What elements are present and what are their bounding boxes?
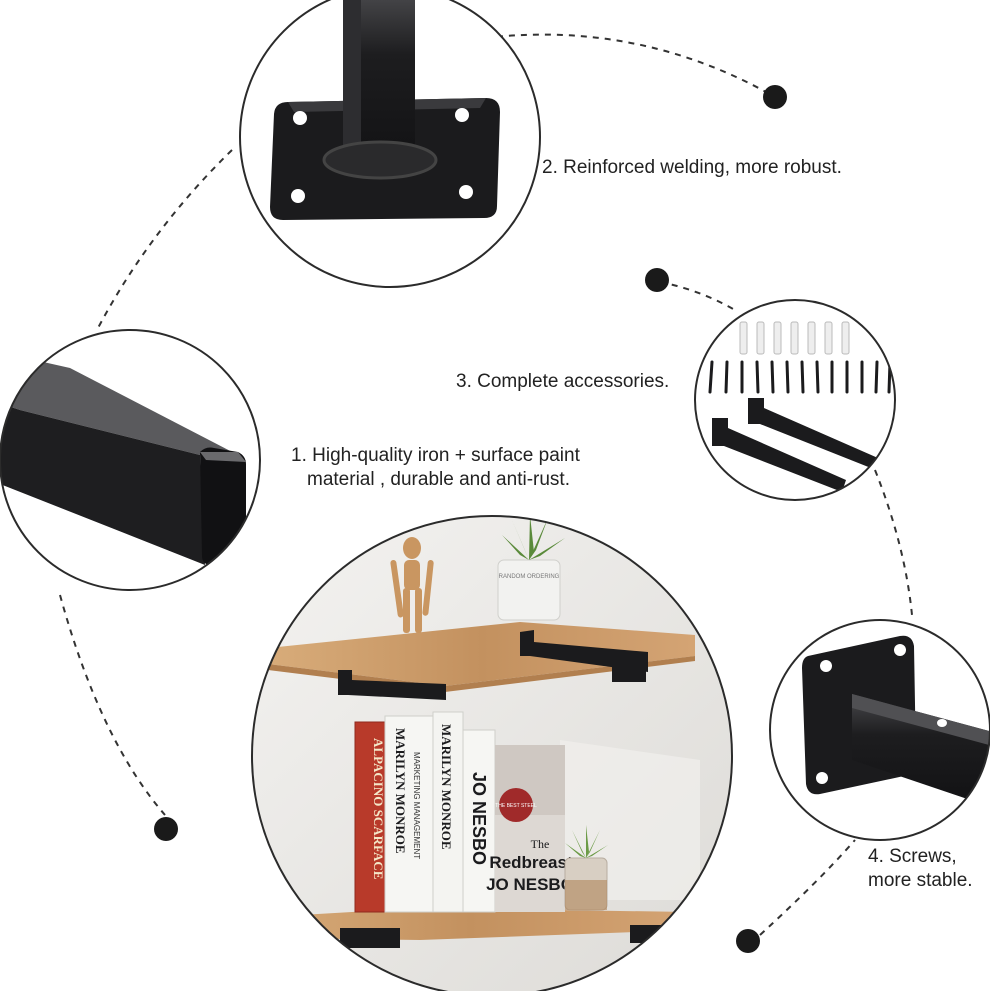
connector-top-right — [484, 33, 776, 98]
feature-2-caption: 2. Reinforced welding, more robust. — [542, 156, 842, 180]
plant-jar-top: RANDOM ORDERING — [497, 516, 565, 621]
feature-3-caption: 3. Complete accessories. — [456, 370, 669, 394]
connector-left-bottom — [59, 594, 166, 816]
plate-hole — [293, 111, 307, 125]
feature-4-line-1: 4. Screws, — [868, 846, 957, 867]
feature-1-caption: 1. High-quality iron + surface paint mat… — [291, 444, 580, 492]
jar — [497, 559, 561, 621]
screws — [708, 360, 892, 394]
bar-top-face — [0, 350, 238, 455]
plant-jar-bottom — [564, 825, 608, 911]
dot-top-right — [763, 85, 787, 109]
book-2-title: MARKETING MANAGEMENT — [412, 752, 421, 859]
bar-end-face — [200, 447, 246, 565]
book-1 — [355, 722, 385, 912]
connector-top-left — [97, 149, 233, 329]
screw-mount-closeup-image — [769, 619, 990, 841]
upper-board — [268, 622, 695, 686]
dot-acc — [645, 268, 669, 292]
book-2 — [384, 715, 434, 913]
lower-shelf — [252, 908, 690, 948]
book-3 — [432, 711, 464, 913]
books — [354, 711, 565, 913]
jar-label: RANDOM ORDERING — [499, 574, 560, 580]
book-4-title-1: The — [531, 837, 550, 851]
wooden-figure — [390, 537, 434, 633]
weld-bead — [322, 140, 438, 180]
iron-bar-closeup-image — [0, 329, 261, 591]
plate-hole — [291, 189, 305, 203]
feature-4-caption: 4. Screws, more stable. — [868, 845, 973, 893]
bar-side-face — [0, 400, 205, 565]
book-4 — [462, 729, 496, 913]
book-4-title-2: Redbreast — [489, 853, 572, 872]
plate-hole — [455, 108, 469, 122]
book-1-title: ALPACINO SCARFACE — [371, 738, 386, 879]
feature-2-line-1: 2. Reinforced welding, more robust. — [542, 157, 842, 178]
accessories-image — [694, 299, 896, 501]
feature-3-line-1: 3. Complete accessories. — [456, 371, 670, 392]
feature-1-line-1: 1. High-quality iron + surface paint — [291, 445, 580, 466]
shelf-scene-image: RANDOM ORDERING — [251, 515, 733, 991]
dashed-connectors — [59, 33, 913, 936]
connector-dots — [154, 85, 787, 953]
book-4-badge: THE BEST STEEL — [495, 803, 537, 809]
connector-acc-top — [659, 281, 736, 311]
wall-anchors — [739, 321, 850, 355]
bracket-pair — [712, 398, 878, 492]
book-1-author: MARILYN MONROE — [393, 728, 408, 854]
upper-shelf — [268, 622, 695, 700]
dot-bottom-right — [736, 929, 760, 953]
book-3-author: JO NESBO — [469, 772, 489, 865]
book-2-author: MARILYN MONROE — [439, 724, 454, 850]
feature-1-line-2: material , durable and anti-rust. — [307, 469, 570, 490]
plate-hole — [459, 185, 473, 199]
book-4-author: JO NESBO — [486, 875, 574, 894]
welding-closeup-image — [239, 0, 541, 288]
book-badge — [499, 788, 533, 822]
connector-br-bottom — [759, 839, 856, 936]
connector-acc-bottom — [874, 469, 913, 616]
dot-left-bottom — [154, 817, 178, 841]
feature-4-line-2: more stable. — [868, 870, 973, 891]
bracket-arm — [852, 694, 990, 810]
upper-bracket-left — [338, 670, 446, 700]
